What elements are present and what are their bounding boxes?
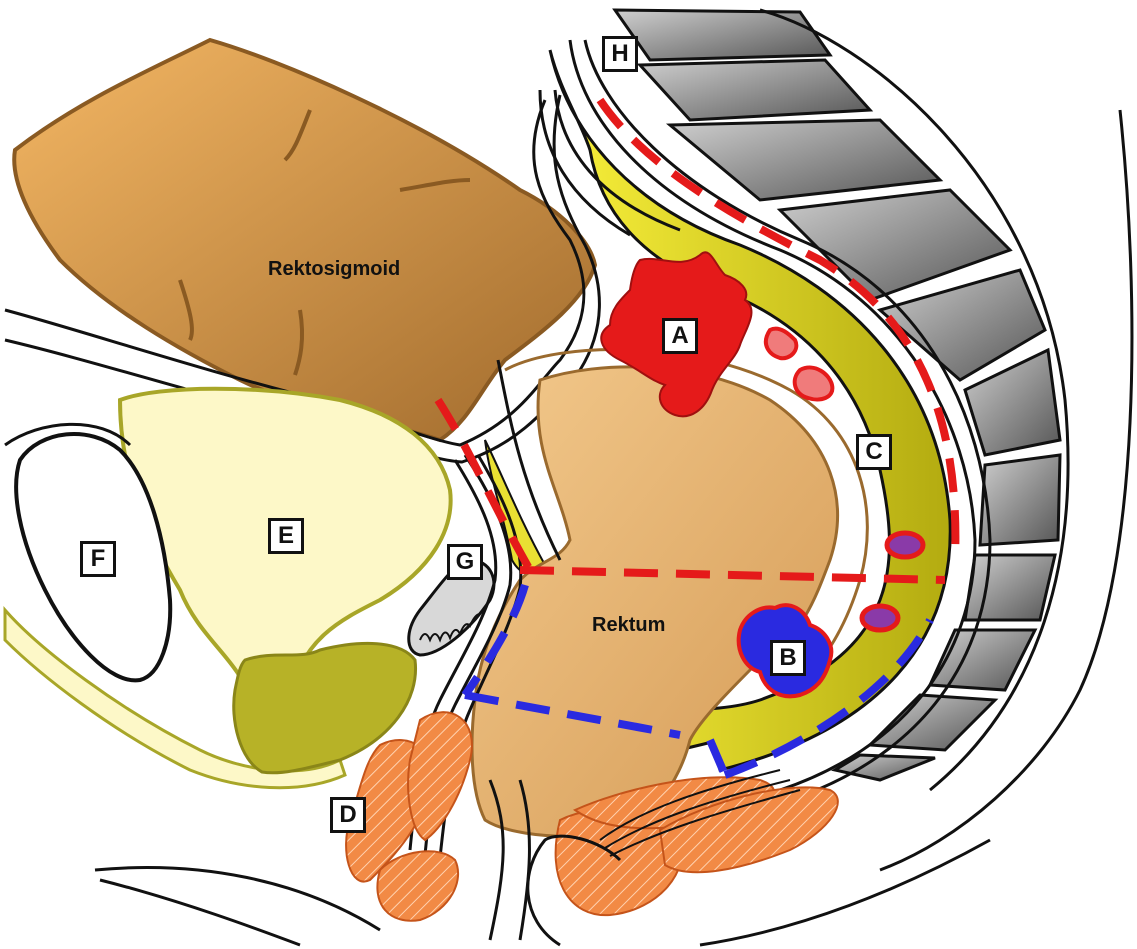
vertebra-10	[870, 695, 995, 750]
rectum-label: Rektum	[592, 614, 665, 637]
label-g: G	[447, 544, 483, 580]
label-c: C	[856, 434, 892, 470]
label-a: A	[662, 318, 698, 354]
label-e: E	[268, 518, 304, 554]
rectum	[472, 367, 837, 836]
vertebra-8	[965, 555, 1055, 620]
tumor-satellite-1	[766, 329, 796, 359]
vertebra-1	[615, 10, 830, 60]
label-d: D	[330, 797, 366, 833]
label-b: B	[770, 640, 806, 676]
rectosigmoid-label: Rektosigmoid	[268, 258, 400, 281]
tumor-satellite-2	[795, 368, 833, 400]
lymph-node-2	[862, 606, 898, 630]
vertebra-2	[640, 60, 870, 120]
label-h: H	[602, 36, 638, 72]
lymph-node-1	[887, 533, 923, 557]
body-contour	[95, 836, 990, 945]
label-f: F	[80, 541, 116, 577]
vertebra-3	[670, 120, 940, 200]
rectosigmoid	[14, 40, 595, 440]
vertebra-7	[980, 455, 1060, 545]
